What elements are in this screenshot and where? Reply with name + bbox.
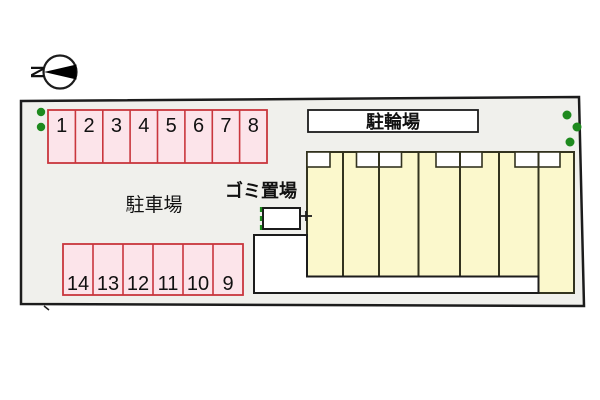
boundary-tick	[43, 305, 50, 311]
parking-space-label: 2	[84, 115, 95, 137]
parking-space-label: 5	[166, 115, 177, 137]
parking-row-top-dividers	[74, 110, 241, 163]
parking-space-label: 1	[56, 115, 67, 137]
garbage-area-label: ゴミ置場	[225, 180, 297, 201]
bicycle-parking-label: 駐輪場	[366, 111, 420, 132]
building-outline	[306, 151, 575, 294]
trees	[36, 107, 582, 147]
tree-icon	[36, 122, 46, 132]
garbage-box	[262, 207, 301, 230]
bicycle-parking-box	[307, 109, 479, 133]
parking-space-label: 12	[127, 273, 149, 295]
garbage-area: ゴミ置場	[225, 180, 312, 230]
bicycle-parking: 駐輪場	[307, 109, 479, 133]
building-unit-dividers	[342, 152, 540, 293]
compass-north-label: N	[27, 66, 47, 79]
north-arrow: N	[27, 54, 78, 90]
parking-row-bottom: 14 13 12 11 10 9	[62, 243, 244, 296]
compass-needle-icon	[44, 64, 77, 80]
parking-space-label: 7	[220, 115, 231, 137]
parking-row-top: 1 2 3 4 5 6 7 8	[47, 109, 268, 164]
parking-row-bottom-dividers	[92, 244, 214, 295]
parking-space-label: 14	[67, 273, 89, 295]
tree-icon	[565, 137, 575, 147]
parking-space-label: 10	[187, 273, 209, 295]
walkway	[253, 234, 540, 294]
building	[306, 151, 575, 294]
parking-space-label: 4	[138, 115, 149, 137]
tree-icon	[572, 122, 582, 132]
parking-space-label: 6	[193, 115, 204, 137]
parking-space-label: 8	[248, 115, 259, 137]
parking-space-label: 9	[222, 273, 233, 295]
tree-icon	[562, 110, 572, 120]
parking-space-label: 3	[111, 115, 122, 137]
parking-space-label: 11	[158, 273, 179, 295]
parking-space-label: 13	[97, 273, 119, 295]
parking-lot-label: 駐車場	[125, 194, 182, 216]
tree-icon	[36, 107, 46, 117]
